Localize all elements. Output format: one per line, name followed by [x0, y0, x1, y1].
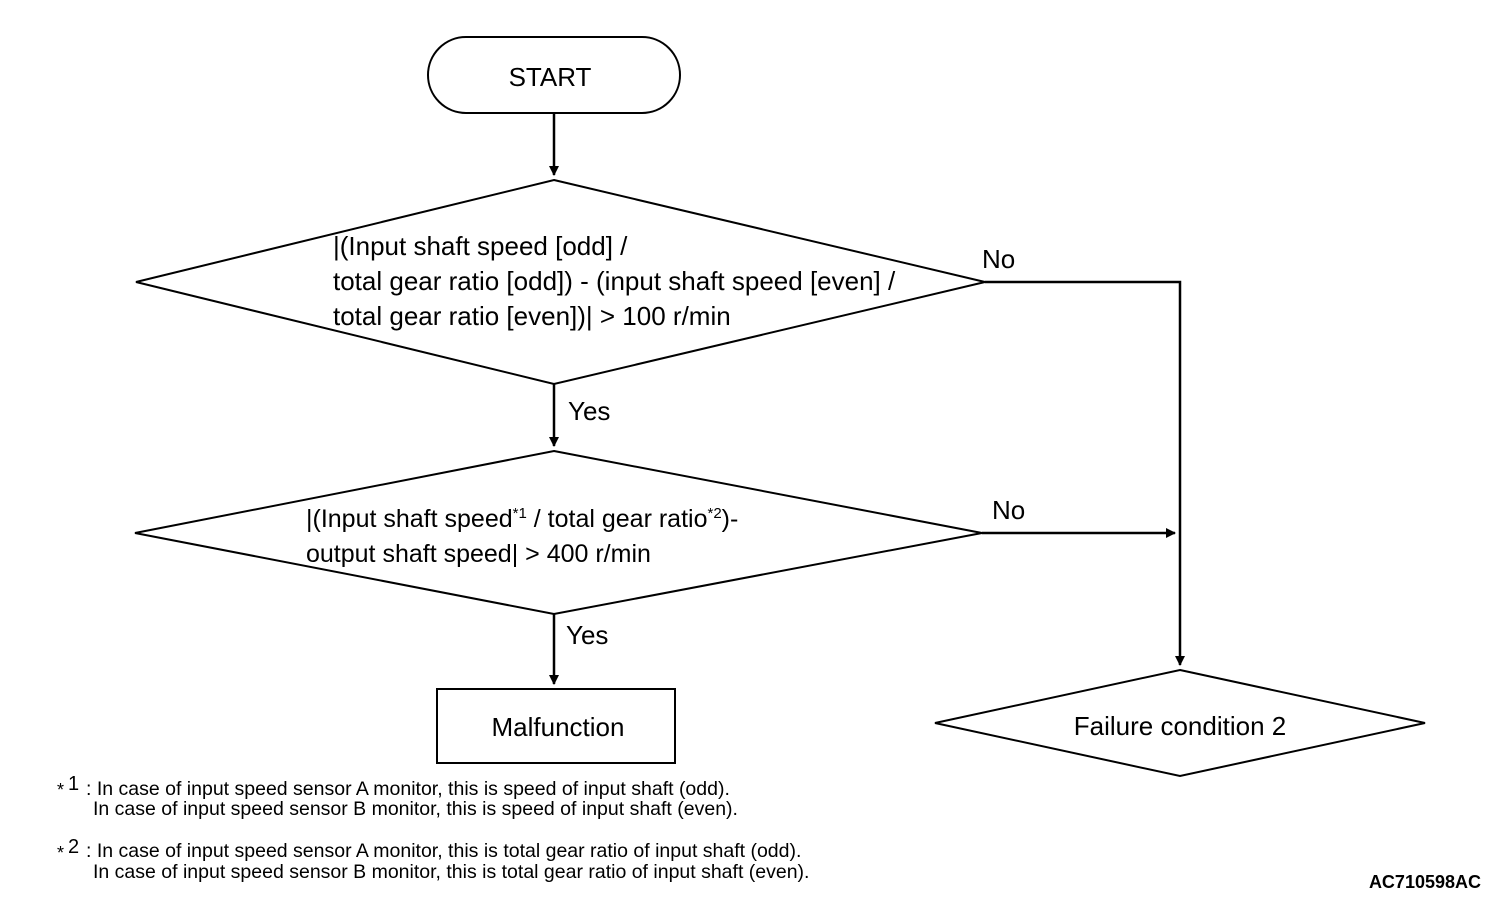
footnote-2-star: * — [57, 843, 64, 863]
decision-2: |(Input shaft speed*1 / total gear ratio… — [134, 449, 983, 616]
failure-label: Failure condition 2 — [1074, 711, 1286, 741]
failure-node: Failure condition 2 — [934, 668, 1426, 778]
footnote-2-number: 2 — [68, 836, 79, 858]
footnote-1-line-1: : In case of input speed sensor A monito… — [86, 778, 730, 800]
no-label-1: No — [982, 244, 1015, 274]
yes-label-1: Yes — [568, 396, 610, 426]
decision-2-line-1: |(Input shaft speed*1 / total gear ratio… — [306, 505, 738, 533]
decision-1-line-3: total gear ratio [even])| > 100 r/min — [333, 301, 731, 331]
footnote-1: * 1 : In case of input speed sensor A mo… — [57, 773, 738, 820]
malfunction-label: Malfunction — [492, 712, 625, 742]
footnote-ref-2: *2 — [707, 505, 721, 522]
footnote-ref-1: *1 — [513, 505, 527, 522]
footnote-1-star: * — [57, 780, 64, 800]
footnote-2-line-1: : In case of input speed sensor A monito… — [86, 840, 801, 862]
start-label: START — [509, 62, 592, 92]
footnote-2: * 2 : In case of input speed sensor A mo… — [57, 836, 809, 883]
decision-1: |(Input shaft speed [odd] / total gear r… — [135, 178, 986, 386]
footnote-1-line-2: In case of input speed sensor B monitor,… — [93, 798, 738, 820]
decision-2-part-a: |(Input shaft speed — [306, 505, 513, 533]
footnote-1-number: 1 — [68, 773, 79, 795]
decision-1-line-2: total gear ratio [odd]) - (input shaft s… — [333, 266, 896, 296]
yes-label-2: Yes — [566, 620, 608, 650]
decision-2-part-c: )- — [722, 505, 739, 533]
connector-decision1-no — [985, 280, 1185, 666]
decision-2-line-2: output shaft speed| > 400 r/min — [306, 540, 651, 568]
decision-2-part-b: / total gear ratio — [527, 505, 708, 533]
malfunction-node: Malfunction — [436, 688, 676, 764]
decision-1-line-1: |(Input shaft speed [odd] / — [333, 231, 628, 261]
no-label-2: No — [992, 495, 1025, 525]
start-node: START — [427, 36, 681, 114]
figure-code: AC710598AC — [1369, 872, 1481, 892]
footnote-2-line-2: In case of input speed sensor B monitor,… — [93, 861, 809, 883]
